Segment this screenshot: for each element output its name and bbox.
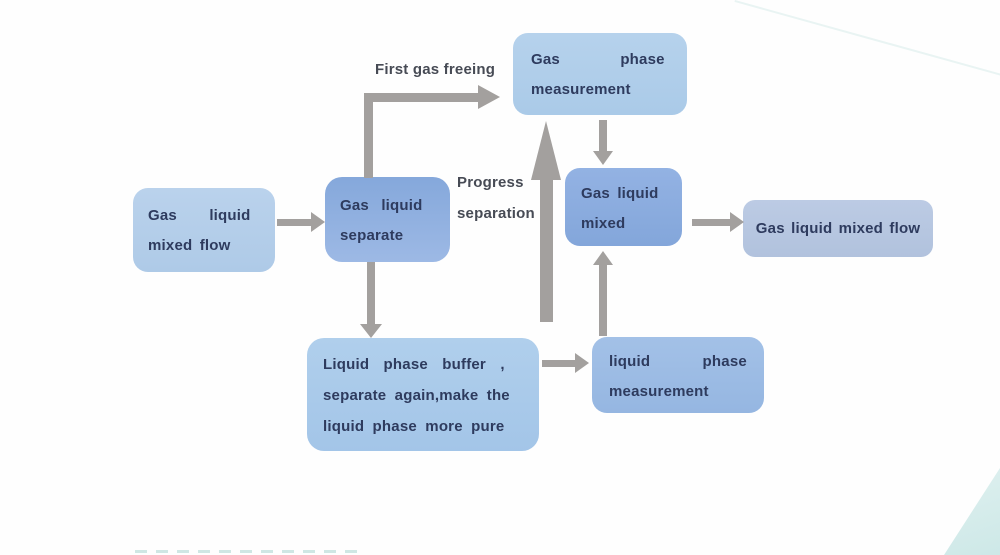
node-gas-phase-measurement: Gas phase measurement	[513, 33, 687, 115]
node-liquid-phase-buffer: Liquid phase buffer , separate again,mak…	[307, 338, 539, 451]
label-progress-separation: Progress separation	[457, 167, 535, 229]
arrow-shaft	[367, 262, 375, 324]
node-gas-liquid-mixed-flow-input: Gas liquid mixed flow	[133, 188, 275, 272]
arrow-shaft	[540, 180, 553, 322]
arrow-shaft	[542, 360, 575, 367]
node-text-line: separate again,make the	[323, 387, 510, 404]
arrowhead-up-icon	[593, 251, 613, 265]
node-text-line: Gas liquid	[340, 197, 423, 214]
arrow-shaft	[364, 93, 478, 102]
node-text-line: liquid phase	[609, 353, 747, 370]
arrowhead-right-icon	[478, 85, 500, 109]
node-text-line: Liquid phase buffer ,	[323, 356, 505, 373]
arrowhead-down-icon	[360, 324, 382, 338]
node-text-line: measurement	[531, 81, 631, 98]
node-gas-liquid-separate: Gas liquid separate	[325, 177, 450, 262]
node-text-line: liquid phase more pure	[323, 418, 505, 435]
page-edge-diagonal-line	[734, 0, 1000, 76]
node-gas-liquid-mixed-flow-output: Gas liquid mixed flow	[743, 200, 933, 257]
arrowhead-down-icon	[593, 151, 613, 165]
node-text-line: separate	[340, 227, 404, 244]
label-first-gas-freeing: First gas freeing	[375, 61, 496, 78]
arrowhead-right-icon	[575, 353, 589, 373]
node-liquid-phase-measurement: liquid phase measurement	[592, 337, 764, 413]
arrowhead-right-icon	[311, 212, 325, 232]
arrow-shaft	[599, 120, 607, 151]
label-progress-line: separation	[457, 205, 535, 222]
node-text-line: Gas phase	[531, 51, 665, 68]
arrow-shaft	[692, 219, 730, 226]
node-text-line: Gas liquid	[148, 207, 251, 224]
arrow-shaft	[277, 219, 313, 226]
node-text-line: mixed	[581, 215, 626, 232]
node-text-line: mixed flow	[148, 237, 231, 254]
node-text-line: Gas liquid mixed flow	[755, 220, 921, 237]
node-text-line: measurement	[609, 383, 709, 400]
arrow-shaft	[364, 93, 373, 178]
label-progress-line: Progress	[457, 174, 524, 191]
arrowhead-up-icon	[531, 121, 561, 180]
node-gas-liquid-mixed: Gas liquid mixed	[565, 168, 682, 246]
arrowhead-right-icon	[730, 212, 744, 232]
arrow-shaft	[599, 265, 607, 336]
node-text-line: Gas liquid	[581, 185, 659, 202]
bottom-dashed-line	[135, 550, 361, 553]
teal-corner-decoration	[944, 468, 1000, 555]
